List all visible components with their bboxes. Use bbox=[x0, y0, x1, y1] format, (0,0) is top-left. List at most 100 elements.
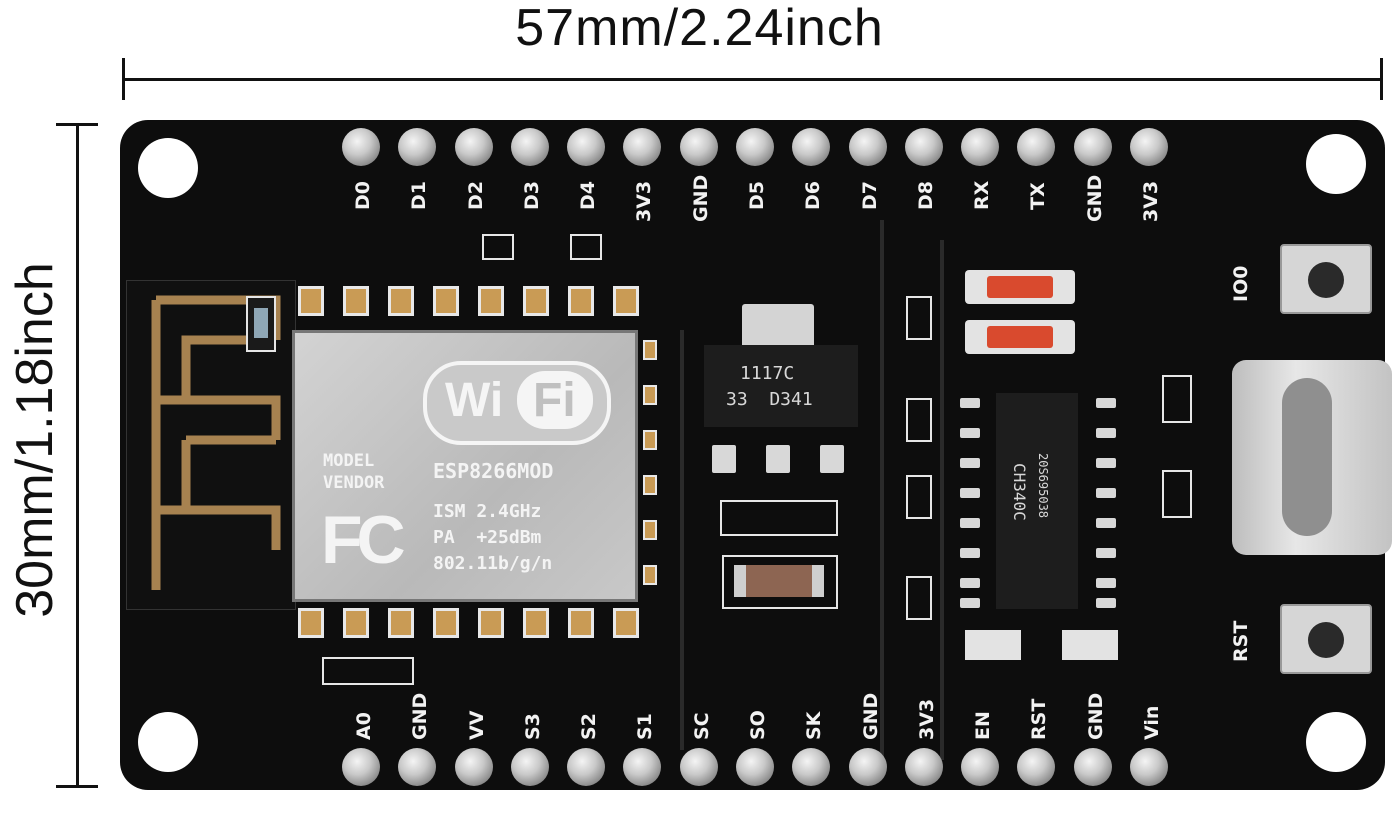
rst-button[interactable] bbox=[1280, 604, 1372, 674]
chip-leg bbox=[1096, 598, 1116, 608]
header-pin[interactable] bbox=[680, 748, 718, 786]
usb-c-port[interactable] bbox=[1232, 360, 1392, 555]
pin-label-3v3: 3V3 bbox=[633, 180, 655, 222]
header-pin[interactable] bbox=[623, 128, 661, 166]
chip-leg bbox=[960, 598, 980, 608]
height-dimension-tick-top bbox=[56, 123, 98, 126]
wifi-logo: Wi Fi bbox=[423, 361, 611, 445]
io0-label: IO0 bbox=[1230, 265, 1252, 302]
regulator-leg bbox=[820, 445, 844, 473]
button-cap bbox=[1308, 262, 1344, 298]
led bbox=[246, 296, 276, 352]
vendor-text: VENDOR bbox=[323, 473, 385, 493]
header-pin[interactable] bbox=[1074, 748, 1112, 786]
header-pin[interactable] bbox=[1130, 748, 1168, 786]
regulator-leg bbox=[712, 445, 736, 473]
chip-leg bbox=[960, 488, 980, 498]
solder-pad bbox=[643, 475, 657, 495]
header-pin[interactable] bbox=[1017, 128, 1055, 166]
solder-pad bbox=[343, 286, 369, 316]
header-pin[interactable] bbox=[961, 128, 999, 166]
chip-leg bbox=[1096, 398, 1116, 408]
solder-pad bbox=[643, 430, 657, 450]
header-pin[interactable] bbox=[905, 748, 943, 786]
solder-pad bbox=[433, 608, 459, 638]
wifi-logo-right: Fi bbox=[533, 374, 576, 427]
esp8266-module: Wi Fi MODEL VENDOR FC ESP8266MOD ISM 2.4… bbox=[292, 330, 638, 602]
chip-leg bbox=[960, 578, 980, 588]
height-dimension-line bbox=[76, 125, 79, 785]
header-pin[interactable] bbox=[455, 748, 493, 786]
header-pin[interactable] bbox=[849, 748, 887, 786]
solder-pad bbox=[613, 608, 639, 638]
pin-label-gnd: GND bbox=[1085, 692, 1107, 740]
solder-pad bbox=[568, 608, 594, 638]
chip-code: 20S695038 bbox=[1036, 453, 1050, 519]
header-pin[interactable] bbox=[623, 748, 661, 786]
model-text: MODEL bbox=[323, 451, 375, 471]
voltage-regulator-tab bbox=[742, 304, 814, 348]
header-pin[interactable] bbox=[511, 748, 549, 786]
diode bbox=[965, 270, 1075, 304]
header-pin[interactable] bbox=[511, 128, 549, 166]
header-pin[interactable] bbox=[736, 748, 774, 786]
header-pin[interactable] bbox=[1074, 128, 1112, 166]
diode bbox=[965, 320, 1075, 354]
wifi-logo-left: Wi bbox=[445, 374, 504, 427]
smd-component bbox=[482, 234, 514, 260]
trace bbox=[940, 240, 944, 760]
header-pin[interactable] bbox=[398, 748, 436, 786]
regulator-leg bbox=[766, 445, 790, 473]
pin-label-so: SO bbox=[747, 710, 769, 740]
header-pin[interactable] bbox=[680, 128, 718, 166]
solder-pad bbox=[523, 608, 549, 638]
ch340c-chip: CH340C 20S695038 bbox=[996, 393, 1078, 609]
chip-leg bbox=[960, 548, 980, 558]
chip-marking: CH340C bbox=[1010, 463, 1029, 521]
mounting-hole bbox=[1306, 134, 1366, 194]
header-pin[interactable] bbox=[736, 128, 774, 166]
pin-label-sc: SC bbox=[691, 712, 713, 740]
chip-leg bbox=[1096, 578, 1116, 588]
header-pin[interactable] bbox=[1130, 128, 1168, 166]
smd-component bbox=[906, 576, 932, 620]
height-dimension-tick-bottom bbox=[56, 785, 98, 788]
voltage-regulator: 1117C 33 D341 bbox=[704, 345, 858, 427]
solder-pad bbox=[613, 286, 639, 316]
solder-pad bbox=[478, 608, 504, 638]
width-dimension-tick-right bbox=[1380, 58, 1383, 100]
solder-pad bbox=[478, 286, 504, 316]
pin-label-d5: D5 bbox=[746, 181, 768, 210]
header-pin[interactable] bbox=[792, 748, 830, 786]
smd-component bbox=[906, 398, 932, 442]
diode bbox=[1062, 630, 1118, 660]
header-pin[interactable] bbox=[905, 128, 943, 166]
io0-button[interactable] bbox=[1280, 244, 1372, 314]
pin-label-d1: D1 bbox=[408, 181, 430, 210]
header-pin[interactable] bbox=[849, 128, 887, 166]
header-pin[interactable] bbox=[567, 128, 605, 166]
chip-leg bbox=[1096, 548, 1116, 558]
header-pin[interactable] bbox=[792, 128, 830, 166]
solder-pad bbox=[433, 286, 459, 316]
pa-text: PA +25dBm bbox=[433, 527, 542, 548]
header-pin[interactable] bbox=[1017, 748, 1055, 786]
header-pin[interactable] bbox=[342, 748, 380, 786]
pin-label-d2: D2 bbox=[465, 181, 487, 210]
chip-leg bbox=[960, 428, 980, 438]
solder-pad bbox=[343, 608, 369, 638]
chip-leg bbox=[960, 518, 980, 528]
header-pin[interactable] bbox=[455, 128, 493, 166]
capacitor bbox=[722, 555, 838, 609]
usb-c-opening bbox=[1282, 378, 1332, 536]
chip-leg bbox=[1096, 488, 1116, 498]
header-pin[interactable] bbox=[567, 748, 605, 786]
width-dimension-line bbox=[125, 78, 1380, 81]
header-pin[interactable] bbox=[398, 128, 436, 166]
solder-pad bbox=[568, 286, 594, 316]
header-pin[interactable] bbox=[961, 748, 999, 786]
ism-text: ISM 2.4GHz bbox=[433, 501, 542, 522]
solder-pad bbox=[523, 286, 549, 316]
header-pin[interactable] bbox=[342, 128, 380, 166]
solder-pad bbox=[643, 385, 657, 405]
